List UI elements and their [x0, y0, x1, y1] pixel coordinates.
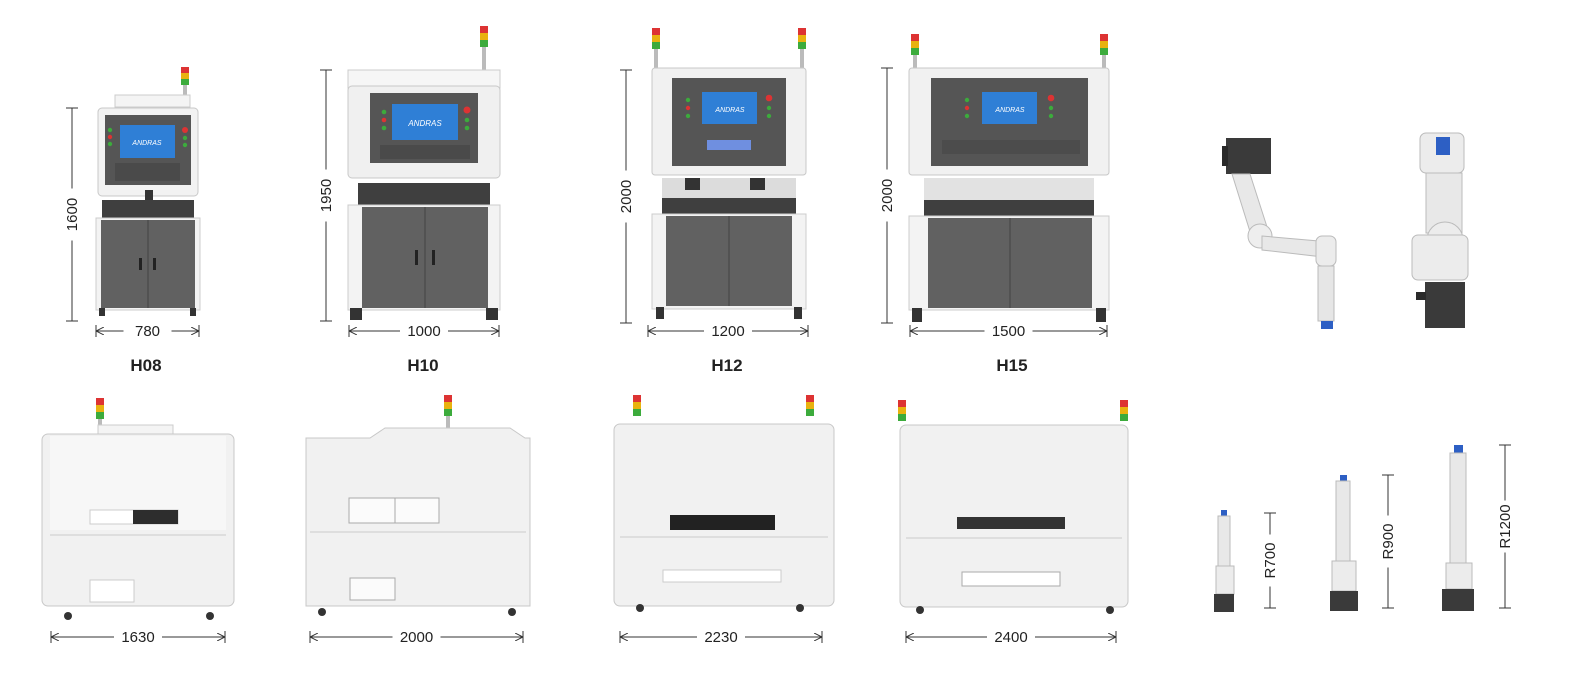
reach-dimension-0-label: R700 [1262, 543, 1279, 579]
machine-h08-front: ANDRAS [95, 67, 201, 316]
robot-arm-icon [1222, 138, 1337, 329]
model-label-0: H08 [130, 356, 161, 375]
screen-logo: ANDRAS [407, 119, 442, 128]
machine-side-view-2 [305, 395, 531, 616]
screen-logo: ANDRAS [994, 107, 1025, 114]
height-dimension-1-label: 1950 [318, 179, 335, 212]
width-dimension-0: 780 [95, 323, 200, 340]
machine-h12-front: ANDRAS [651, 28, 807, 319]
height-dimension-2: 2000 [618, 69, 635, 324]
signal-tower-icon [181, 67, 189, 95]
width-dimension-3: 1500 [909, 323, 1108, 340]
length-dimension-2: 2230 [619, 629, 823, 646]
robot-arm-icon [1442, 445, 1474, 611]
width-dimension-1: 1000 [348, 323, 500, 340]
machine-h15-front: ANDRAS [908, 34, 1110, 322]
length-dimension-3: 2400 [905, 629, 1117, 646]
machine-side-view-1 [41, 398, 235, 620]
machine-h10-front: ANDRAS [347, 26, 501, 320]
machine-side-view-3 [613, 395, 835, 612]
signal-tower-icon [911, 34, 1108, 69]
width-dimension-0-label: 780 [135, 323, 160, 340]
length-dimension-1-label: 2000 [400, 629, 433, 646]
robot-arm-icon [1411, 132, 1469, 328]
width-dimension-1-label: 1000 [407, 323, 440, 340]
height-dimension-0-label: 1600 [64, 198, 81, 231]
reach-dimension-0: R700 [1262, 512, 1279, 609]
length-dimension-2-label: 2230 [704, 629, 737, 646]
signal-tower-icon [633, 395, 814, 416]
reach-dimension-1-label: R900 [1380, 524, 1397, 560]
length-dimension-0-label: 1630 [121, 629, 154, 646]
machine-side-view-4 [898, 400, 1129, 614]
height-dimension-1: 1950 [318, 69, 335, 322]
reach-dimension-2-label: R1200 [1497, 504, 1514, 548]
height-dimension-3-label: 2000 [879, 179, 896, 212]
screen-logo: ANDRAS [131, 140, 162, 147]
screen-logo: ANDRAS [714, 107, 745, 114]
signal-tower-icon [652, 28, 806, 69]
height-dimension-0: 1600 [64, 107, 81, 322]
signal-tower-icon [480, 26, 488, 71]
length-dimension-1: 2000 [309, 629, 524, 646]
model-label-1: H10 [407, 356, 438, 375]
signal-tower-icon [444, 395, 452, 428]
model-label-3: H15 [996, 356, 1027, 375]
robot-arm-icon [1330, 475, 1358, 611]
signal-tower-icon [96, 398, 104, 429]
width-dimension-2: 1200 [647, 323, 809, 340]
reach-dimension-1: R900 [1380, 474, 1397, 609]
robot-arm-icon [1214, 510, 1235, 612]
signal-tower-icon [898, 400, 1128, 421]
width-dimension-2-label: 1200 [711, 323, 744, 340]
width-dimension-3-label: 1500 [992, 323, 1025, 340]
reach-dimension-2: R1200 [1497, 444, 1514, 609]
height-dimension-2-label: 2000 [618, 180, 635, 213]
length-dimension-0: 1630 [50, 629, 226, 646]
length-dimension-3-label: 2400 [994, 629, 1027, 646]
model-label-2: H12 [711, 356, 742, 375]
height-dimension-3: 2000 [879, 67, 896, 324]
